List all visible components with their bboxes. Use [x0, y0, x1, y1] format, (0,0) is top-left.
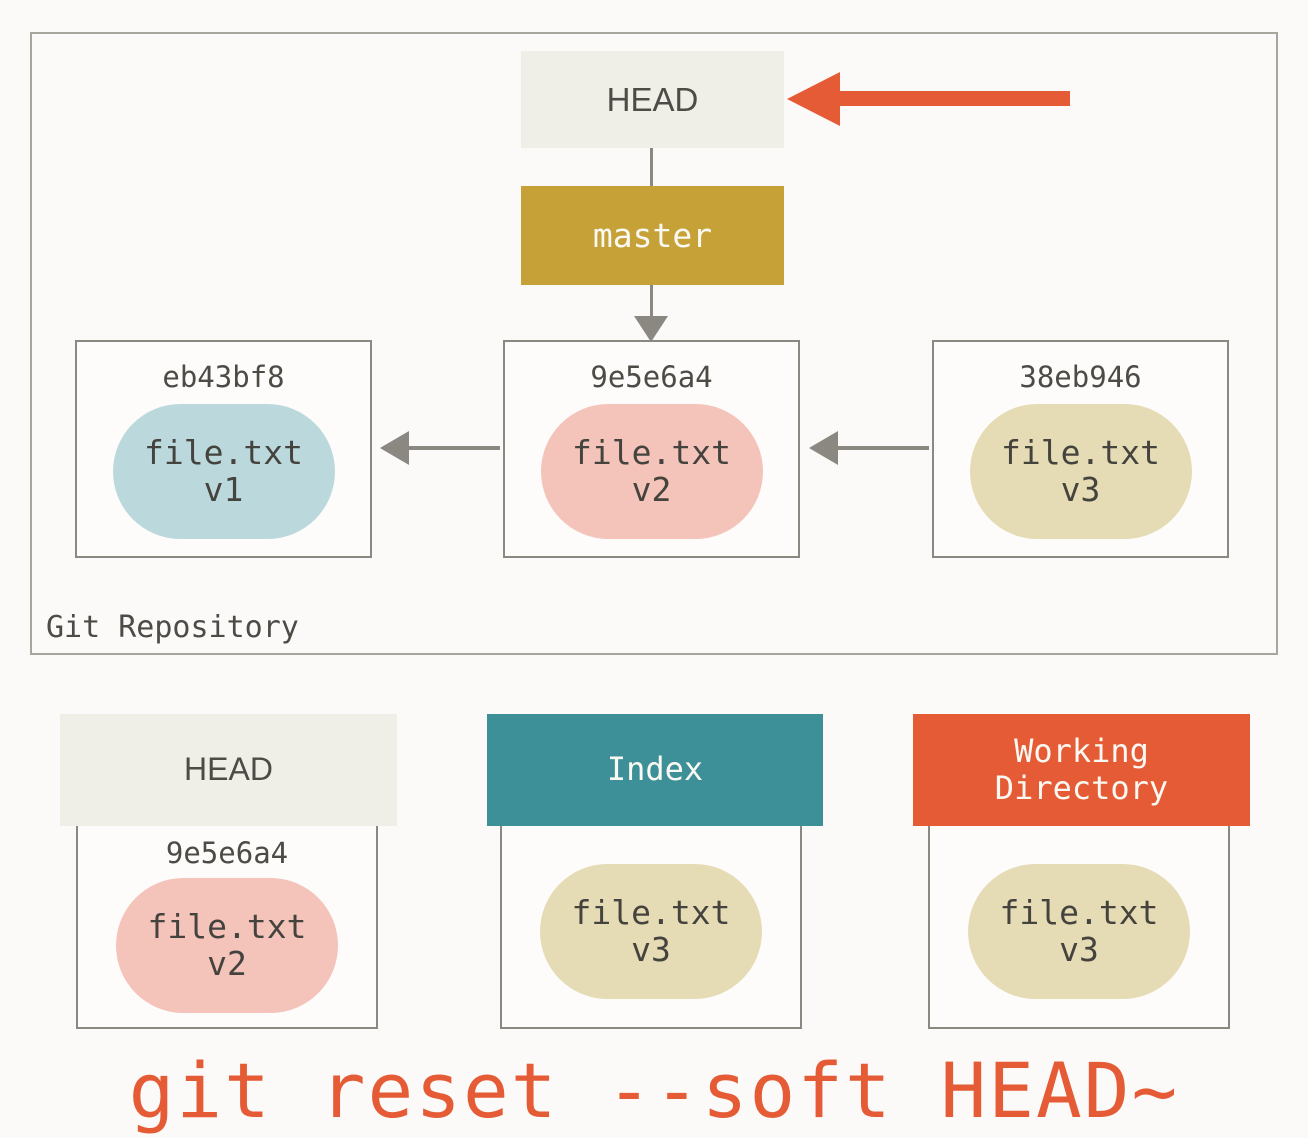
head-pointer-box: HEAD — [521, 51, 784, 148]
panel-blob: file.txt v2 — [116, 878, 338, 1013]
red-arrow-left-icon — [787, 72, 840, 126]
master-branch-box: master — [521, 186, 784, 285]
panel-hash: 9e5e6a4 — [165, 836, 289, 870]
panel-body-head: 9e5e6a4 file.txt v2 — [76, 826, 378, 1029]
parent-arrow-shaft — [824, 446, 929, 450]
panel-title: Working Directory — [994, 731, 1169, 807]
blob-filename: file.txt — [571, 892, 731, 932]
blob-version: v3 — [1059, 929, 1099, 969]
panel-blob: file.txt v3 — [540, 864, 762, 999]
panel-header-working-directory: Working Directory — [913, 714, 1250, 826]
arrow-left-icon — [380, 431, 409, 465]
panel-blob: file.txt v3 — [968, 864, 1190, 999]
blob-filename: file.txt — [999, 892, 1159, 932]
commit-box-9e5e6a4: 9e5e6a4 file.txt v2 — [503, 340, 800, 558]
panel-header-index: Index — [487, 714, 823, 826]
panel-body-index: file.txt v3 — [500, 826, 802, 1029]
master-to-commit-connector — [650, 285, 653, 325]
git-repository-label: Git Repository — [46, 610, 299, 645]
panel-header-head: HEAD — [60, 714, 397, 826]
commit-box-eb43bf8: eb43bf8 file.txt v1 — [75, 340, 372, 558]
blob-version: v2 — [207, 943, 247, 983]
blob-version: v3 — [631, 929, 671, 969]
blob-filename: file.txt — [1001, 432, 1160, 472]
blob-version: v3 — [1060, 469, 1101, 509]
blob-filename: file.txt — [147, 906, 307, 946]
panel-title: HEAD — [184, 751, 273, 788]
commit-blob: file.txt v2 — [540, 404, 763, 539]
commit-blob: file.txt v3 — [969, 404, 1192, 539]
panel-body-working-directory: file.txt v3 — [928, 826, 1230, 1029]
commit-hash: eb43bf8 — [162, 360, 285, 394]
red-arrow-shaft — [838, 91, 1070, 106]
commit-hash: 38eb946 — [1019, 360, 1142, 394]
parent-arrow-shaft — [395, 446, 500, 450]
panel-title: Index — [606, 750, 704, 789]
blob-version: v2 — [631, 469, 672, 509]
blob-filename: file.txt — [572, 432, 731, 472]
commit-box-38eb946: 38eb946 file.txt v3 — [932, 340, 1229, 558]
master-branch-label: master — [592, 216, 713, 255]
commit-hash: 9e5e6a4 — [590, 360, 713, 394]
blob-version: v1 — [203, 469, 244, 509]
head-to-master-connector — [650, 148, 653, 188]
head-pointer-label: HEAD — [606, 80, 699, 118]
arrow-left-icon — [809, 431, 838, 465]
arrow-down-icon — [634, 316, 668, 342]
command-caption: git reset --soft HEAD~ — [128, 1046, 1180, 1135]
blob-filename: file.txt — [144, 432, 303, 472]
commit-blob: file.txt v1 — [112, 404, 335, 539]
